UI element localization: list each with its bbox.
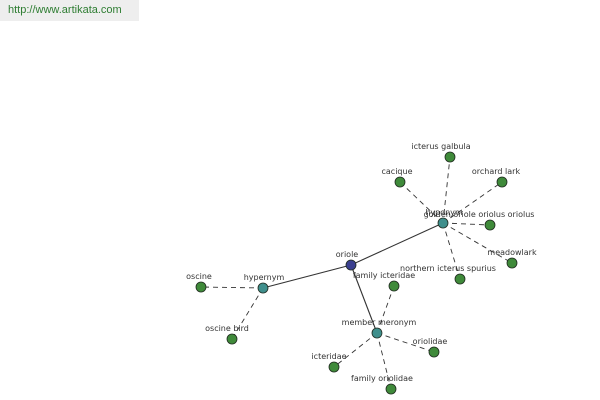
label-orchard-lark: orchard lark [472,167,521,176]
labels-layer: oriole hypernym hyponym member meronym oscin… [186,142,537,383]
label-hypernym: hypernym [244,273,285,282]
label-family-oriolidae: family oriolidae [351,374,413,383]
site-url-link[interactable]: http://www.artikata.com [8,4,122,16]
label-oscine: oscine [186,272,212,281]
label-oriolidae: oriolidae [413,337,448,346]
label-golden-oriole: golden oriole oriolus oriolus [424,210,535,219]
edge-hyponym-to-cacique [399,181,444,224]
label-cacique: cacique [382,167,413,176]
node-hyponym[interactable] [437,217,449,229]
label-member-meronym: member meronym [342,318,417,327]
label-northern-icterus-spurius: northern icterus spurius [400,264,496,273]
label-hyponym: hyponym [425,208,463,217]
node-orchard-lark[interactable] [496,176,508,188]
label-family-icteridae: family icteridae [353,271,415,280]
edge-hyponym-to-icterus-galbula [442,156,451,224]
edge-oriole-to-hyponym [350,222,444,266]
edge-oriole-to-member-meronym [350,264,378,334]
edge-hyponym-to-northern-icterus-spurius [442,222,461,280]
node-icterus-galbula[interactable] [444,151,456,163]
edges-layer [200,156,513,390]
node-oscine[interactable] [195,281,207,293]
edge-hyponym-to-orchard-lark [442,181,503,224]
node-oriolidae[interactable] [428,346,440,358]
node-meadowlark[interactable] [506,257,518,269]
edge-hyponym-to-meadowlark [442,222,513,264]
edge-oriole-to-hypernym [262,264,352,289]
label-icterus-galbula: icterus galbula [411,142,470,151]
node-oriole[interactable] [345,259,357,271]
node-cacique[interactable] [394,176,406,188]
edge-hypernym-to-oscine [200,286,264,289]
edge-hypernym-to-oscine-bird [231,287,264,340]
edge-member-meronym-to-family-oriolidae [376,332,392,390]
node-oscine-bird[interactable] [226,333,238,345]
nodes-layer [195,151,518,395]
label-icteridae: icteridae [311,352,346,361]
node-member-meronym[interactable] [371,327,383,339]
edge-member-meronym-to-icteridae [333,332,378,368]
node-family-icteridae[interactable] [388,280,400,292]
url-bar: http://www.artikata.com [0,0,139,21]
label-oscine-bird: oscine bird [205,324,249,333]
node-icteridae[interactable] [328,361,340,373]
node-hypernym[interactable] [257,282,269,294]
label-oriole: oriole [336,250,359,259]
node-family-oriolidae[interactable] [385,383,397,395]
edge-member-meronym-to-oriolidae [376,332,435,353]
label-meadowlark: meadowlark [487,248,537,257]
node-northern-icterus-spurius[interactable] [454,273,466,285]
edge-hyponym-to-golden-oriole [442,222,491,226]
node-golden-oriole[interactable] [484,219,496,231]
